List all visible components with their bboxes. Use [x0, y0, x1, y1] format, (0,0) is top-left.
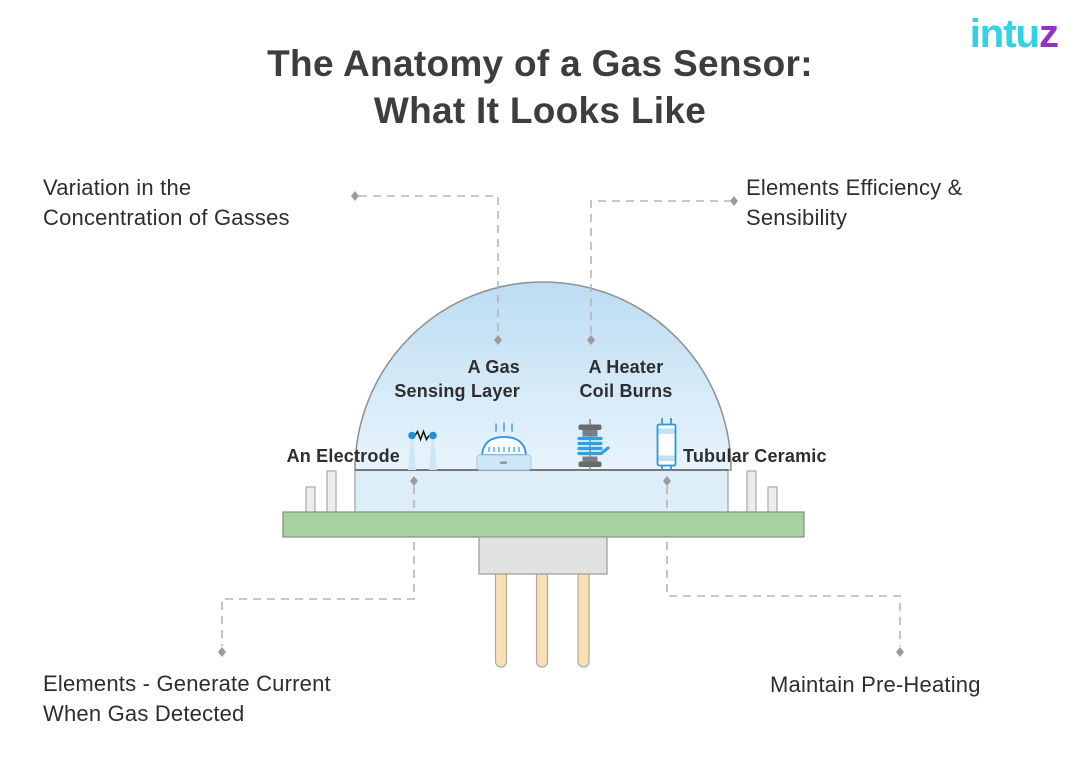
intuz-logo: intuz [969, 12, 1059, 57]
annotation-elements-efficiency: Elements Efficiency & Sensibility [746, 173, 963, 232]
logo-text-accent: z [1039, 12, 1059, 56]
label-gas-sensing-layer: A Gas Sensing Layer [394, 355, 520, 403]
sensor-dome [354, 281, 732, 471]
page-title-line2: What It Looks Like [373, 90, 707, 131]
tubular-ceramic-icon [656, 418, 677, 471]
annotation-line: Variation in the [43, 175, 192, 200]
electrode-icon [408, 429, 437, 470]
part-label-line: An Electrode [286, 446, 400, 466]
lead-pins [494, 569, 590, 668]
sensor-base-band [354, 469, 729, 513]
part-label-line: Coil Burns [579, 381, 673, 401]
heater-coil-icon [577, 419, 610, 470]
annotation-generate-current: Elements - Generate Current When Gas Det… [43, 669, 331, 729]
page-title: The Anatomy of a Gas Sensor: What It Loo… [0, 40, 1080, 134]
label-tubular-ceramic: Tubular Ceramic [683, 444, 827, 468]
annotation-maintain-preheating: Maintain Pre-Heating [770, 670, 981, 700]
connector-top-right [590, 200, 730, 334]
label-heater-coil: A Heater Coil Burns [556, 355, 696, 403]
annotation-line: When Gas Detected [43, 701, 245, 726]
connector-lines [221, 195, 901, 646]
connector-top-left [359, 195, 499, 334]
annotation-line: Elements Efficiency & [746, 175, 963, 200]
part-label-line: A Gas [467, 357, 520, 377]
part-label-line: Sensing Layer [394, 381, 520, 401]
logo-text-main: intu [969, 12, 1040, 56]
pcb-board [282, 511, 805, 538]
part-label-line: Tubular Ceramic [683, 446, 827, 466]
annotation-line: Elements - Generate Current [43, 671, 331, 696]
connector-bottom-right [666, 486, 901, 646]
annotation-line: Concentration of Gasses [43, 204, 290, 230]
label-electrode: An Electrode [287, 444, 400, 468]
page-title-line1: The Anatomy of a Gas Sensor: [267, 43, 813, 84]
annotation-line: Sensibility [746, 204, 848, 230]
connector-block [478, 536, 608, 575]
connector-bottom-left [221, 486, 415, 646]
annotation-line: Maintain Pre-Heating [770, 672, 981, 697]
annotation-variation-gasses: Variation in the Concentration of Gasses [43, 173, 290, 232]
part-label-line: A Heater [588, 357, 664, 377]
gas-sensing-layer-icon [476, 422, 532, 471]
